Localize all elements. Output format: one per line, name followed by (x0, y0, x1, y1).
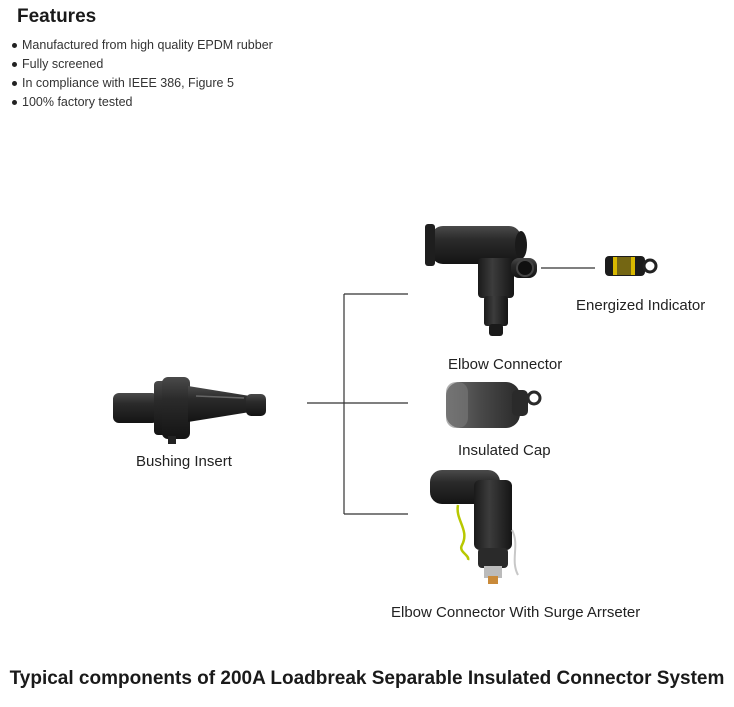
bushing-insert-image (113, 377, 266, 444)
feature-item: Manufactured from high quality EPDM rubb… (12, 36, 273, 55)
elbow-surge-arrester-label: Elbow Connector With Surge Arrseter (391, 604, 641, 621)
energized-indicator-label: Energized Indicator (576, 297, 706, 314)
insulated-cap-label: Insulated Cap (458, 442, 551, 459)
elbow-connector-image (425, 224, 537, 336)
feature-item: In compliance with IEEE 386, Figure 5 (12, 74, 273, 93)
insulated-cap-image (446, 382, 542, 428)
connector-lines (307, 267, 595, 515)
features-list: Manufactured from high quality EPDM rubb… (12, 36, 273, 112)
energized-indicator-image (605, 256, 658, 276)
elbow-connector-label: Elbow Connector (448, 356, 563, 373)
features-heading: Features (17, 6, 97, 27)
elbow-surge-arrester-image (430, 470, 519, 584)
bushing-insert-label: Bushing Insert (136, 453, 232, 470)
figure-caption: Typical components of 200A Loadbreak Sep… (9, 668, 725, 689)
feature-item: 100% factory tested (12, 93, 273, 112)
feature-item: Fully screened (12, 55, 273, 74)
